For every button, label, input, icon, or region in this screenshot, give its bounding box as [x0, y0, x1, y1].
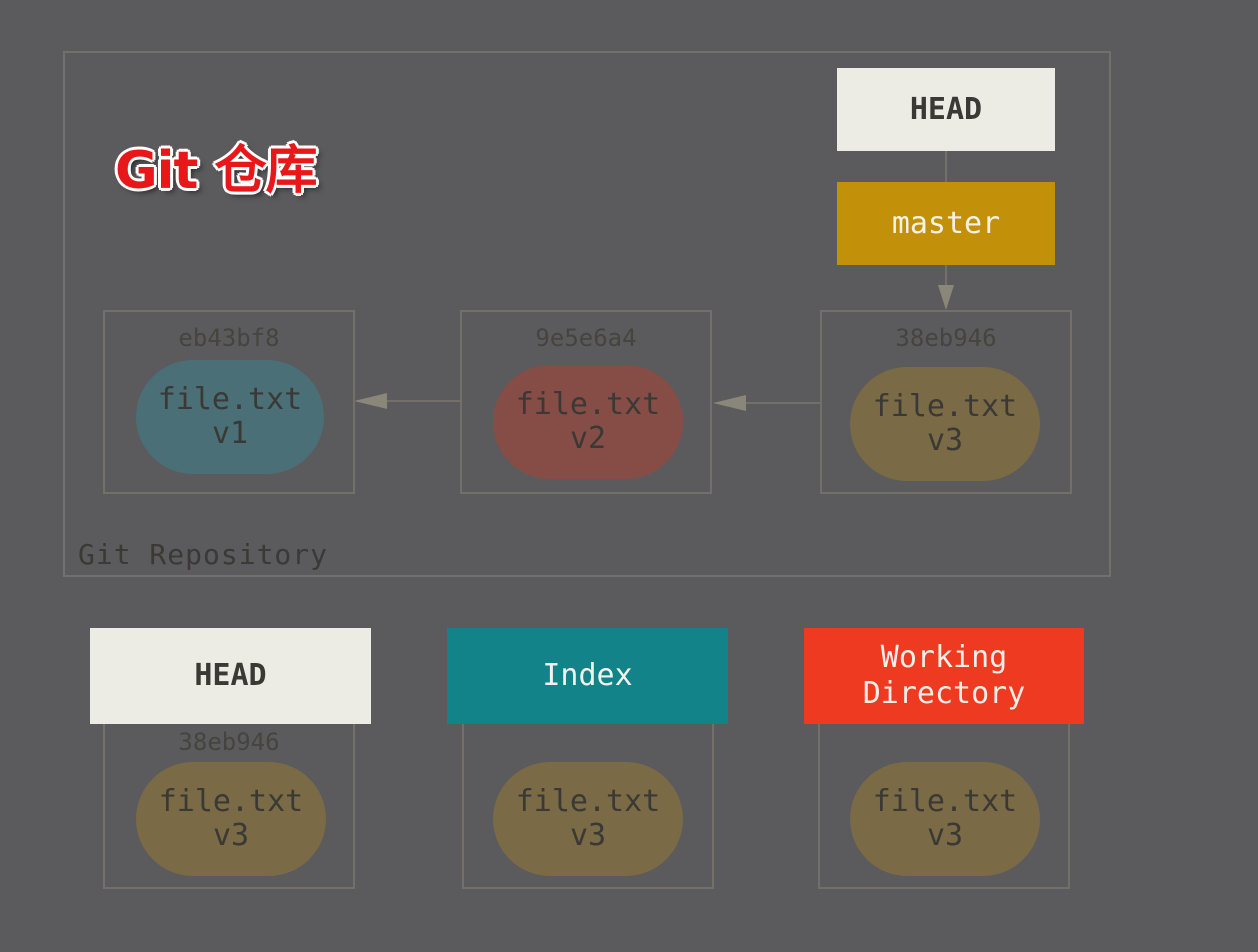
- commit-eb43bf8: eb43bf8 file.txt v1: [103, 310, 355, 494]
- master-arrow-head: [938, 285, 954, 310]
- blob-filename: file.txt: [872, 389, 1018, 424]
- blob-version: v3: [212, 818, 250, 853]
- git-repository-label: Git Repository: [78, 538, 329, 571]
- commit-38eb946: 38eb946 file.txt v3: [820, 310, 1072, 494]
- git-repository-frame: [63, 51, 1111, 577]
- blob-filename: file.txt: [157, 382, 303, 417]
- working-directory-tree-label: Working Directory: [804, 628, 1084, 724]
- blob-filename: file.txt: [158, 784, 304, 819]
- blob-filename: file.txt: [872, 784, 1018, 819]
- working-directory-label-line2: Directory: [862, 676, 1026, 711]
- blob-version: v3: [569, 818, 607, 853]
- blob-version: v1: [211, 416, 249, 451]
- commit-sha: 9e5e6a4: [535, 324, 637, 352]
- index-tree-box: file.txt v3: [462, 722, 714, 889]
- file-blob-v3: file.txt v3: [850, 367, 1040, 481]
- index-tree-label: Index: [447, 628, 728, 724]
- head-tree-box: 38eb946 file.txt v3: [103, 722, 355, 889]
- head-tree-sha: 38eb946: [178, 728, 280, 756]
- working-directory-file-blob: file.txt v3: [850, 762, 1040, 876]
- file-blob-v1: file.txt v1: [136, 360, 324, 474]
- index-file-blob: file.txt v3: [493, 762, 683, 876]
- file-blob-v2: file.txt v2: [493, 365, 683, 479]
- commit3-arrow-head: [713, 395, 746, 411]
- master-branch-label: master: [837, 182, 1055, 265]
- blob-version: v3: [926, 423, 964, 458]
- blob-filename: file.txt: [515, 784, 661, 819]
- repo-head-label: HEAD: [837, 68, 1055, 151]
- commit-sha: eb43bf8: [178, 324, 280, 352]
- blob-version: v3: [926, 818, 964, 853]
- working-directory-label-line1: Working: [880, 640, 1008, 675]
- head-file-blob: file.txt v3: [136, 762, 326, 876]
- head-tree-label: HEAD: [90, 628, 371, 724]
- blob-filename: file.txt: [515, 387, 661, 422]
- commit-9e5e6a4: 9e5e6a4 file.txt v2: [460, 310, 712, 494]
- working-directory-tree-box: file.txt v3: [818, 722, 1070, 889]
- commit-sha: 38eb946: [895, 324, 997, 352]
- commit2-arrow-head: [354, 393, 387, 409]
- overlay-title: Git 仓库: [115, 141, 317, 201]
- blob-version: v2: [569, 421, 607, 456]
